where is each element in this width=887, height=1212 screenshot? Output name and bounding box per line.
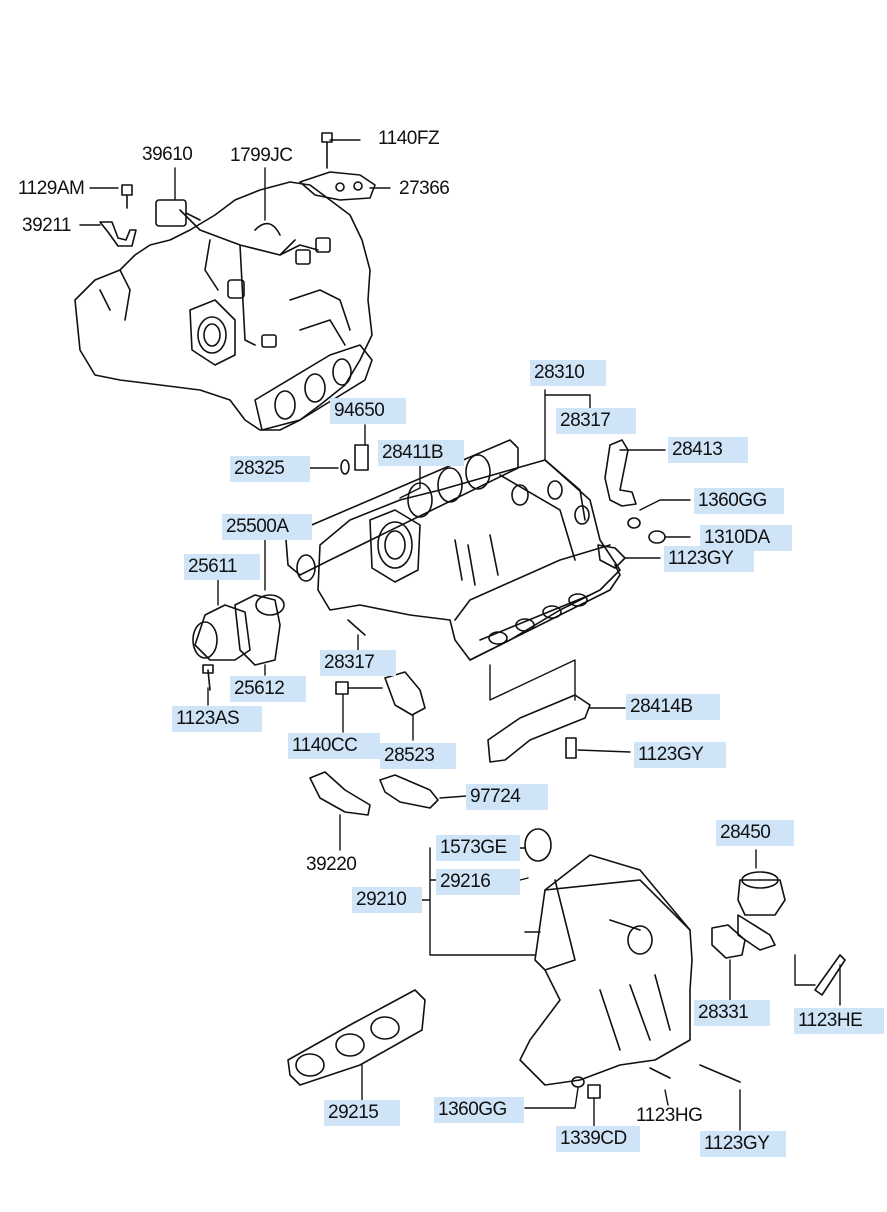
part-label-25611: 25611: [184, 554, 260, 580]
part-label-28414B: 28414B: [626, 694, 720, 720]
exhaust-manifold-illustration: [287, 828, 846, 1099]
part-label-94650: 94650: [330, 398, 406, 424]
part-label-1123GY-middle: 1123GY: [634, 742, 726, 768]
thermostat-housing-illustration: [192, 439, 666, 816]
part-label-28331: 28331: [694, 1000, 770, 1026]
part-label-1129AM: 1129AM: [18, 178, 85, 199]
engine-overview-illustration: [74, 132, 376, 431]
part-label-25500A: 25500A: [222, 514, 312, 540]
part-label-1360GG-upper: 1360GG: [694, 488, 784, 514]
part-label-1123HG: 1123HG: [636, 1105, 703, 1126]
part-label-28317-lower: 28317: [320, 650, 396, 676]
part-label-28325: 28325: [230, 456, 310, 482]
part-label-1123GY-upper: 1123GY: [664, 546, 754, 572]
part-label-1123AS: 1123AS: [172, 706, 262, 732]
part-label-28413: 28413: [668, 437, 748, 463]
part-label-97724: 97724: [466, 784, 548, 810]
part-label-1140FZ: 1140FZ: [378, 128, 440, 149]
part-label-1799JC: 1799JC: [230, 145, 293, 166]
part-label-1360GG-lower: 1360GG: [434, 1097, 524, 1123]
part-label-39220: 39220: [306, 854, 357, 875]
part-label-39610: 39610: [142, 144, 193, 165]
intake-manifold-illustration: [285, 439, 621, 763]
part-label-1339CD: 1339CD: [556, 1126, 640, 1152]
part-label-25612: 25612: [230, 676, 306, 702]
part-label-29210: 29210: [352, 887, 422, 913]
part-label-28411B: 28411B: [378, 440, 464, 466]
part-label-1140CC: 1140CC: [288, 733, 380, 759]
part-label-1573GE: 1573GE: [436, 835, 520, 861]
part-label-39211: 39211: [22, 215, 71, 236]
part-label-28317-upper: 28317: [556, 408, 636, 434]
part-label-1123HE: 1123HE: [794, 1008, 884, 1034]
part-label-29215: 29215: [324, 1100, 400, 1126]
part-label-1123GY-lower: 1123GY: [700, 1131, 786, 1157]
part-label-28523: 28523: [380, 743, 456, 769]
part-label-28450: 28450: [716, 820, 794, 846]
part-label-27366: 27366: [399, 178, 450, 199]
part-label-28310: 28310: [530, 360, 606, 386]
part-label-29216: 29216: [436, 869, 520, 895]
